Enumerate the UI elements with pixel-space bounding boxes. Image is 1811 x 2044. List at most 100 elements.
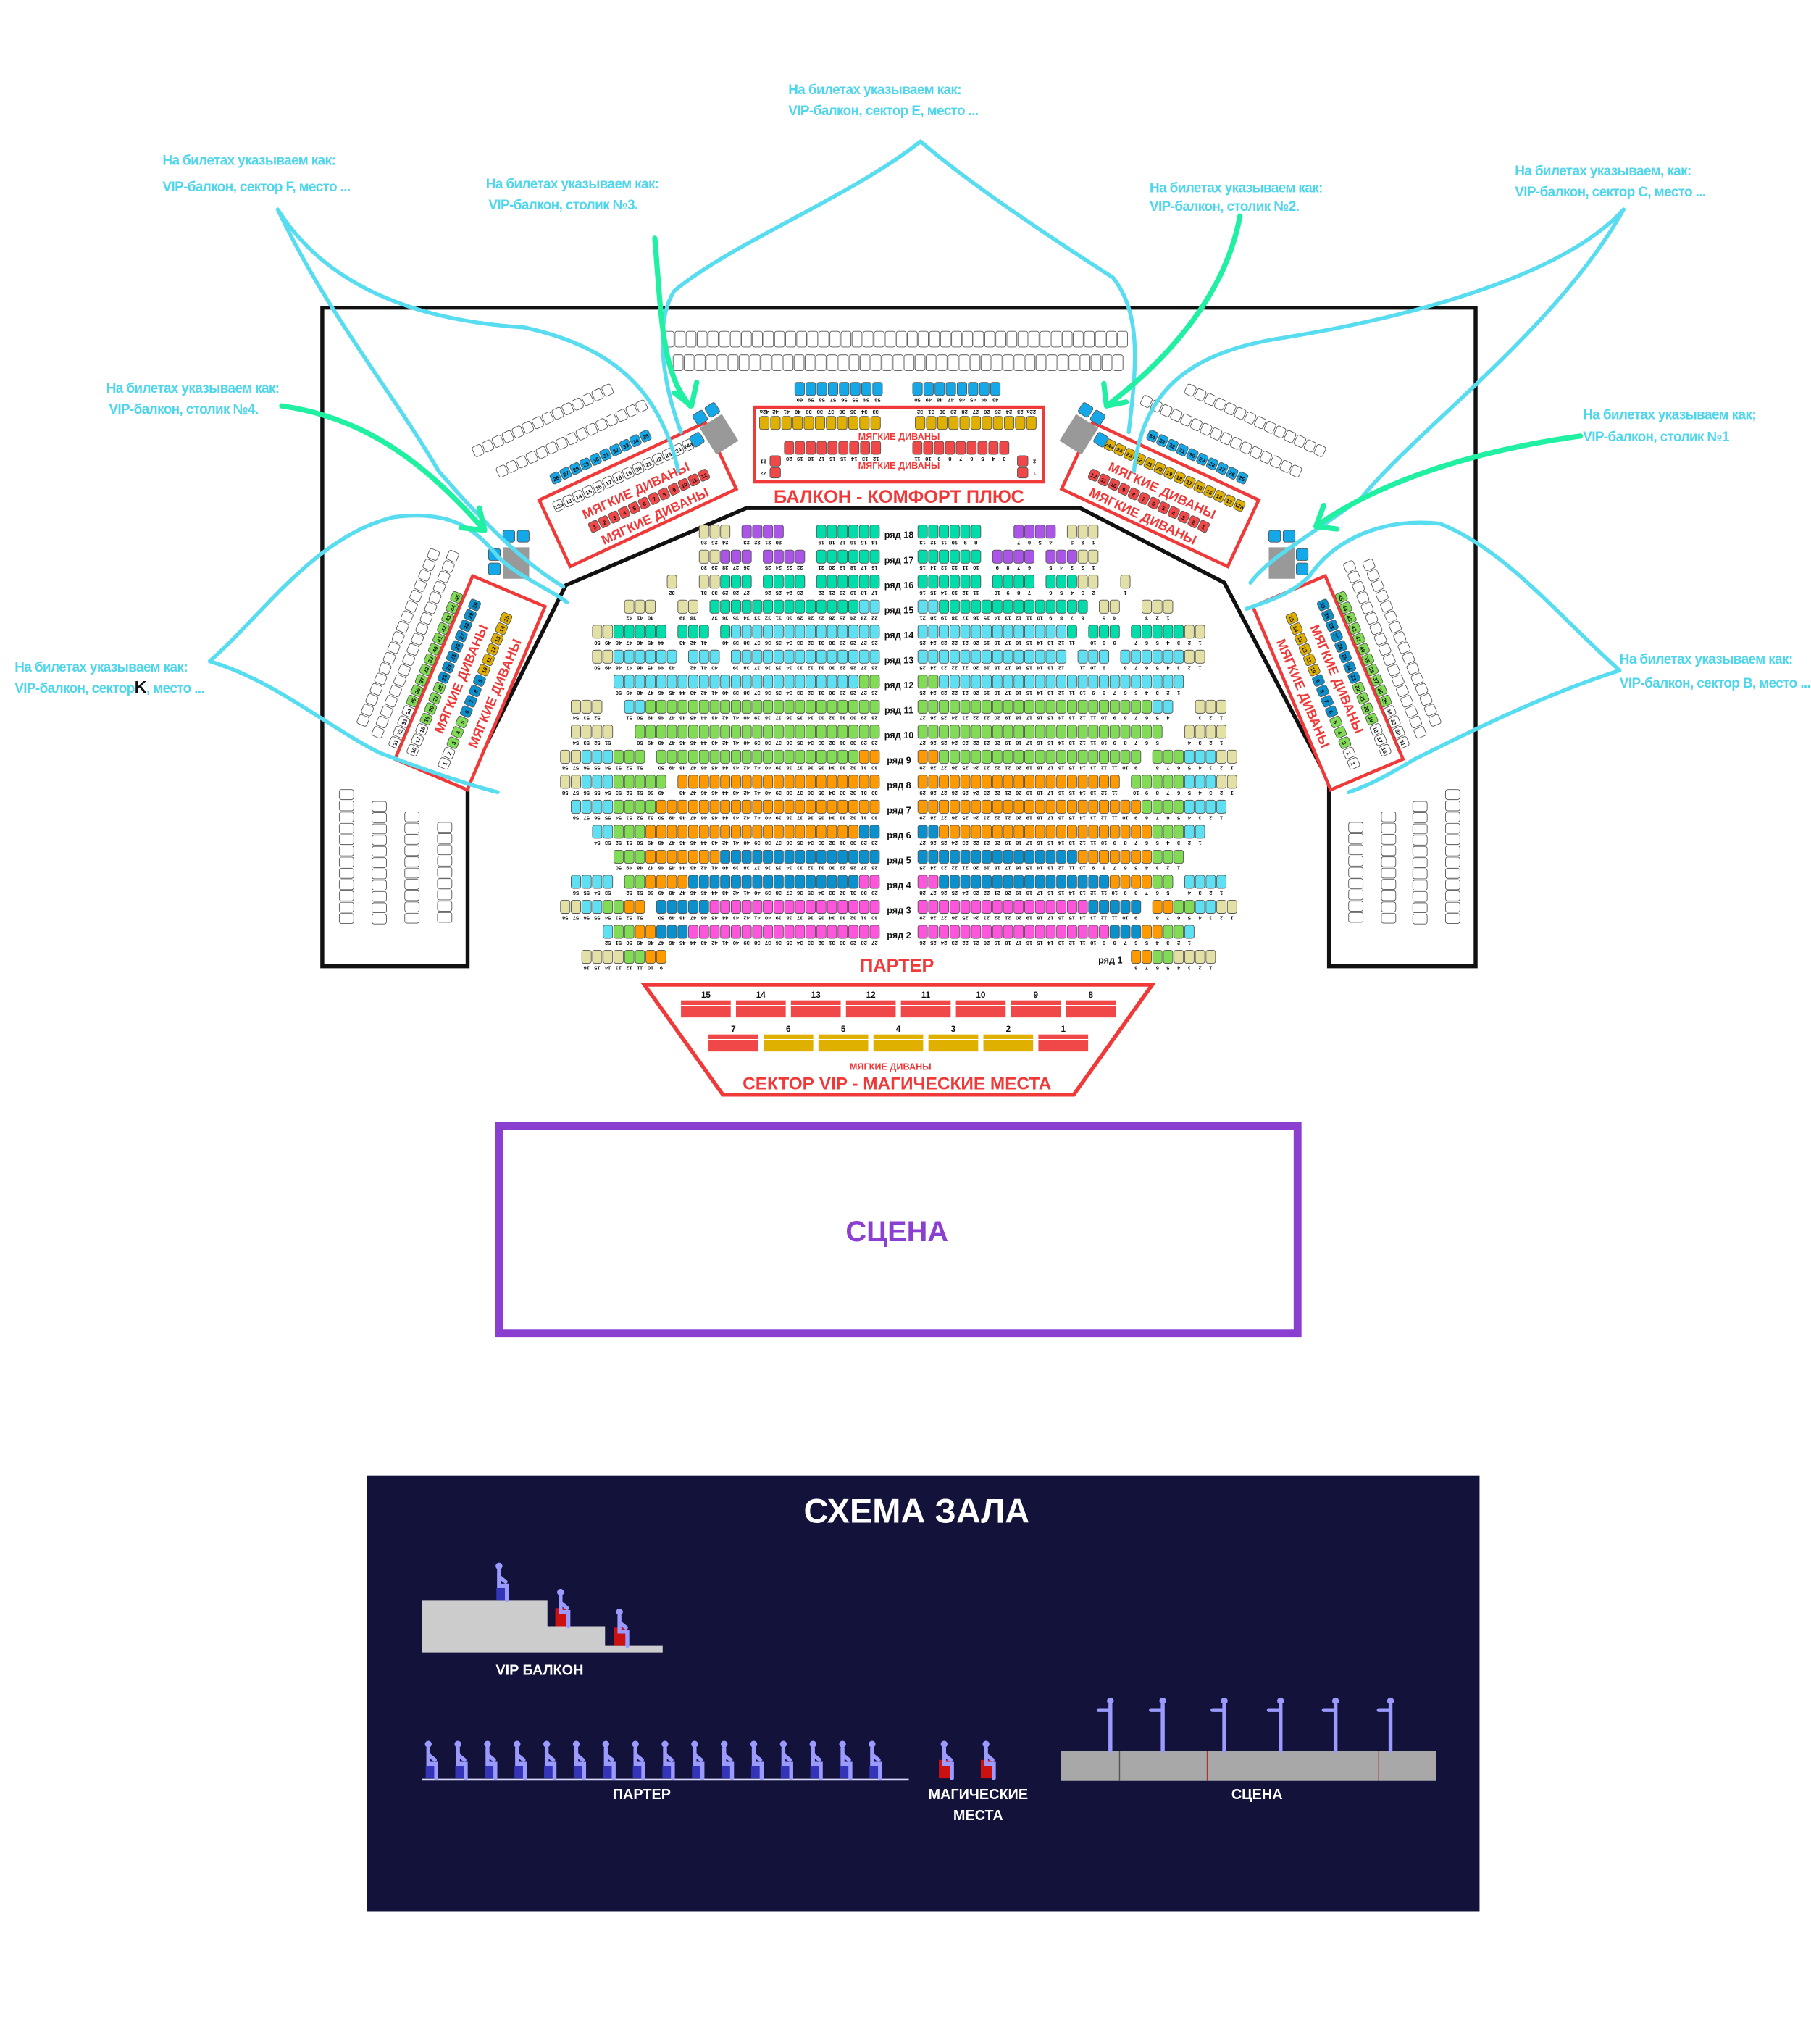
parterre-seat[interactable] (763, 649, 774, 664)
wall-seat[interactable] (338, 800, 354, 812)
parterre-seat[interactable] (624, 625, 635, 639)
balcony-seat[interactable] (940, 330, 951, 348)
parterre-seat[interactable] (613, 775, 624, 789)
balcony-seat[interactable] (1090, 354, 1102, 371)
parterre-seat[interactable] (992, 575, 1003, 589)
sector-seat[interactable] (1223, 494, 1236, 508)
parterre-seat[interactable] (624, 775, 635, 789)
parterre-seat[interactable] (1024, 675, 1034, 689)
parterre-seat[interactable] (1174, 749, 1184, 764)
sector-seat[interactable] (551, 406, 564, 420)
parterre-seat[interactable] (971, 925, 982, 939)
parterre-seat[interactable] (928, 825, 939, 839)
balcony-seat[interactable] (696, 330, 708, 348)
parterre-seat[interactable] (709, 749, 720, 764)
parterre-seat[interactable] (624, 699, 635, 714)
parterre-seat[interactable] (939, 825, 950, 839)
parterre-seat[interactable] (720, 875, 731, 889)
parterre-seat[interactable] (1024, 599, 1034, 614)
parterre-seat[interactable] (848, 825, 858, 839)
parterre-seat[interactable] (645, 849, 656, 864)
vip-sofa[interactable]: 10 (955, 990, 1006, 1018)
balcony-seat[interactable] (884, 330, 896, 348)
parterre-seat[interactable] (795, 925, 806, 939)
wall-seat[interactable] (1412, 902, 1428, 914)
parterre-seat[interactable] (1174, 950, 1184, 964)
parterre-seat[interactable] (1066, 699, 1077, 714)
balcony-seat[interactable] (827, 382, 839, 396)
balcony-seat[interactable] (1117, 330, 1128, 348)
wall-seat[interactable] (372, 890, 387, 902)
sector-seat[interactable] (1339, 601, 1353, 614)
sector-seat[interactable] (1371, 579, 1385, 592)
parterre-seat[interactable] (1013, 925, 1024, 939)
sector-seat[interactable] (1329, 715, 1343, 728)
sector-seat[interactable] (473, 674, 487, 687)
parterre-seat[interactable] (613, 950, 624, 964)
sector-seat[interactable] (1170, 409, 1183, 422)
parterre-seat[interactable] (917, 825, 928, 839)
sector-seat[interactable] (1362, 559, 1376, 572)
parterre-seat[interactable] (720, 725, 731, 739)
parterre-seat[interactable] (741, 849, 752, 864)
wall-seat[interactable] (437, 822, 453, 833)
parterre-seat[interactable] (635, 649, 645, 664)
parterre-seat[interactable] (709, 849, 720, 864)
parterre-seat[interactable] (939, 625, 950, 639)
parterre-seat[interactable] (992, 849, 1003, 864)
parterre-seat[interactable] (773, 625, 784, 639)
sector-seat[interactable] (1167, 506, 1180, 520)
sector-seat[interactable] (535, 446, 548, 459)
sector-seat[interactable] (1250, 446, 1263, 459)
parterre-seat[interactable] (806, 799, 816, 814)
parterre-seat[interactable] (784, 775, 795, 789)
parterre-seat[interactable] (949, 899, 960, 914)
wall-seat[interactable] (338, 913, 354, 924)
parterre-seat[interactable] (971, 675, 982, 689)
parterre-seat[interactable] (869, 875, 880, 889)
parterre-seat[interactable] (795, 625, 806, 639)
balcony-seat[interactable] (1073, 330, 1084, 348)
parterre-seat[interactable] (730, 749, 741, 764)
parterre-seat[interactable] (773, 925, 784, 939)
parterre-seat[interactable] (1003, 825, 1013, 839)
sector-seat[interactable] (1233, 499, 1246, 512)
balcony-seat[interactable] (1084, 330, 1095, 348)
parterre-seat[interactable] (645, 625, 656, 639)
wall-seat[interactable] (1445, 822, 1460, 834)
parterre-seat[interactable] (806, 925, 816, 939)
table-seat[interactable] (692, 409, 708, 425)
parterre-seat[interactable] (613, 849, 624, 864)
parterre-seat[interactable] (949, 825, 960, 839)
sector-seat[interactable] (1194, 388, 1207, 402)
balcony-seat[interactable] (937, 416, 948, 430)
parterre-seat[interactable] (603, 825, 614, 839)
balcony-seat[interactable] (1112, 354, 1124, 371)
sector-seat[interactable] (1163, 466, 1176, 480)
sector-seat[interactable] (1113, 443, 1126, 456)
parterre-seat[interactable] (1216, 899, 1227, 914)
parterre-seat[interactable] (1109, 899, 1120, 914)
sector-seat[interactable] (482, 654, 495, 667)
parterre-seat[interactable] (571, 775, 581, 789)
parterre-seat[interactable] (1034, 875, 1045, 889)
parterre-seat[interactable] (858, 799, 869, 814)
parterre-seat[interactable] (837, 575, 848, 589)
parterre-seat[interactable] (816, 625, 827, 639)
parterre-seat[interactable] (720, 899, 731, 914)
sector-seat[interactable] (1234, 406, 1247, 420)
parterre-seat[interactable] (763, 575, 774, 589)
parterre-seat[interactable] (581, 775, 592, 789)
parterre-seat[interactable] (677, 899, 688, 914)
parterre-seat[interactable] (949, 725, 960, 739)
parterre-seat[interactable] (688, 875, 698, 889)
balcony-seat[interactable] (861, 382, 872, 396)
parterre-seat[interactable] (635, 725, 645, 739)
parterre-seat[interactable] (1195, 749, 1205, 764)
wall-seat[interactable] (1381, 890, 1397, 901)
balcony-seat[interactable] (871, 441, 882, 455)
parterre-seat[interactable] (827, 875, 837, 889)
parterre-seat[interactable] (1013, 899, 1024, 914)
wall-seat[interactable] (1348, 844, 1364, 856)
wall-seat[interactable] (372, 868, 387, 880)
